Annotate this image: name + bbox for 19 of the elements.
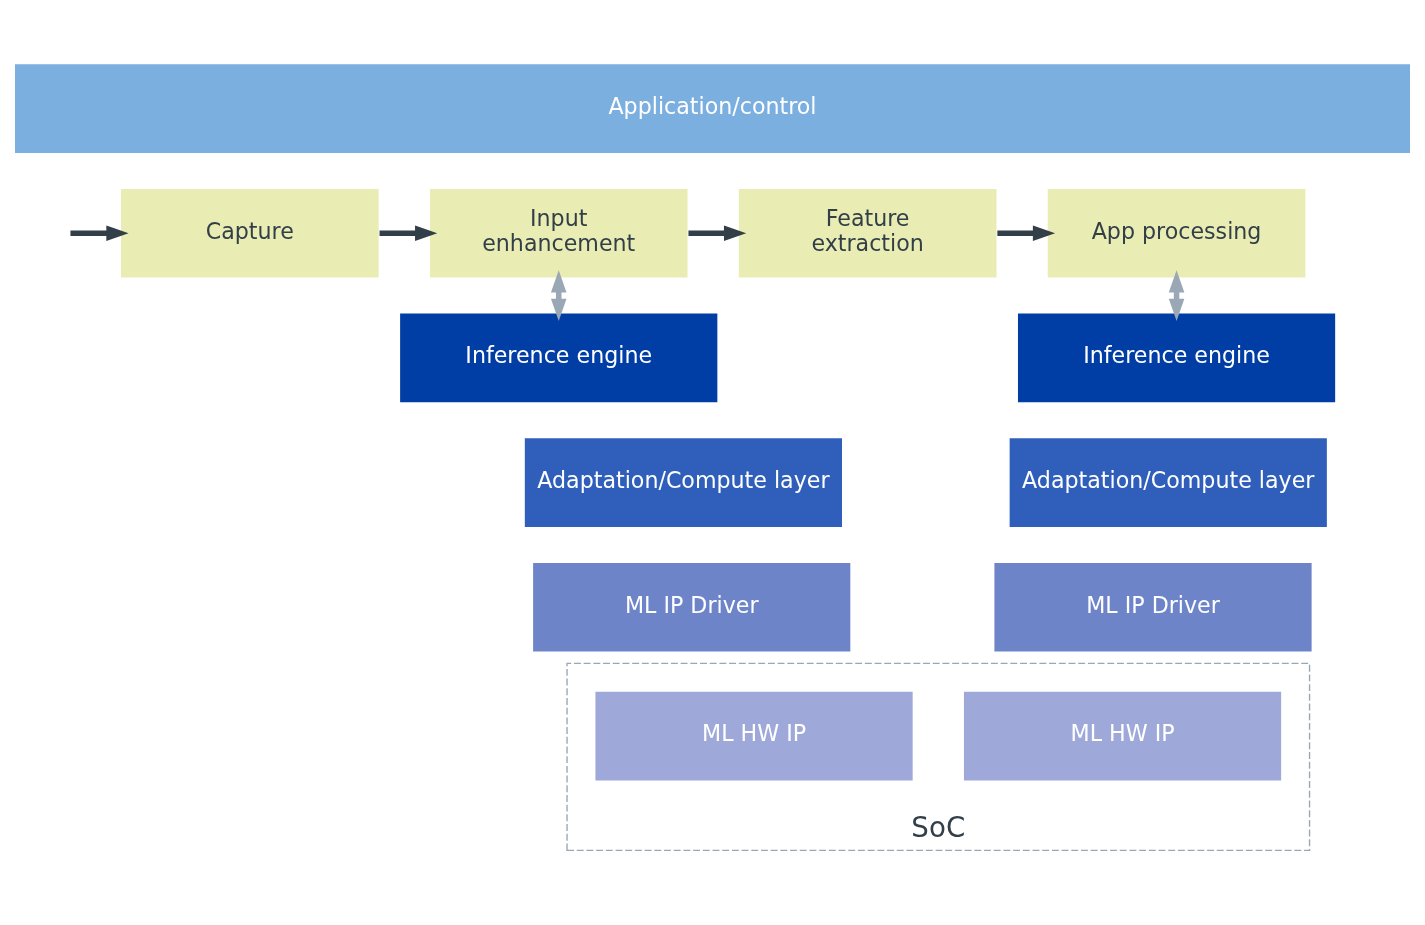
node-box: ML HW IP: [594, 690, 915, 782]
node-box: Capture: [119, 187, 381, 279]
node-box: Input enhancement: [428, 187, 689, 279]
node-box: Application/control: [13, 62, 1412, 155]
node-box: ML IP Driver: [531, 561, 852, 653]
node-box: Inference engine: [398, 312, 719, 404]
arrow: [550, 270, 567, 321]
arrow: [1168, 270, 1185, 321]
arrow: [379, 225, 438, 242]
node-box: Adaptation/Compute layer: [523, 436, 844, 529]
node-box: ML IP Driver: [993, 561, 1313, 653]
node-box: Inference engine: [1016, 312, 1337, 404]
node-box: Adaptation/Compute layer: [1008, 436, 1329, 529]
arrow: [997, 225, 1056, 242]
arrow: [70, 225, 129, 242]
node-box: ML HW IP: [962, 690, 1283, 782]
arrow: [688, 225, 747, 242]
node-box: App processing: [1046, 187, 1307, 279]
node-box: Feature extraction: [737, 187, 998, 279]
